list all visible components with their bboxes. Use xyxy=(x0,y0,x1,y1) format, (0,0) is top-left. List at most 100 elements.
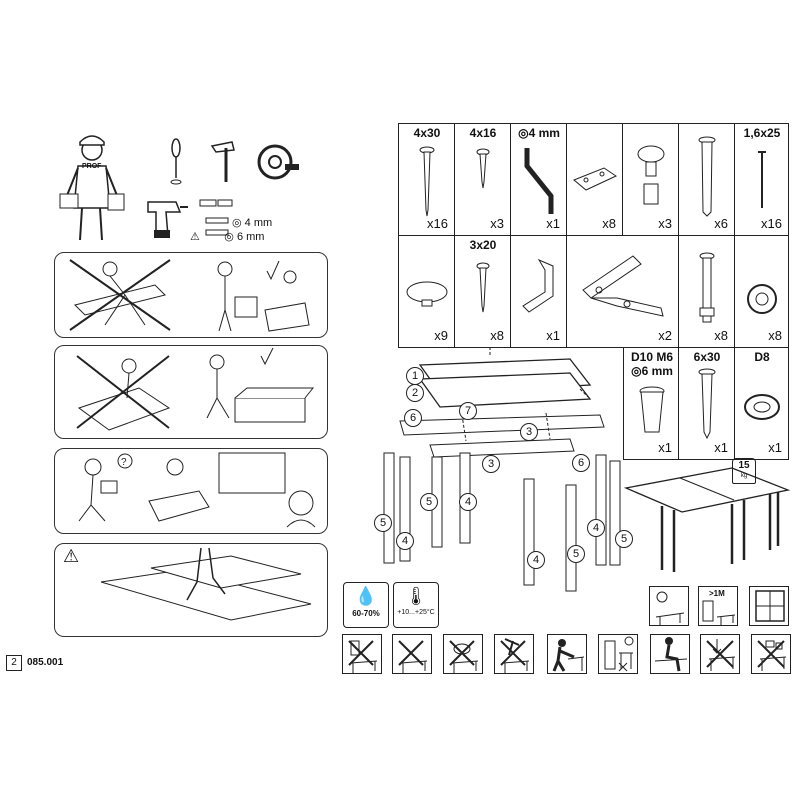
screwdriver-icon xyxy=(170,138,182,185)
part-size: 6x30 xyxy=(693,350,721,364)
part-qty: x1 xyxy=(658,440,672,455)
part-hex-key: ◎4 mm x1 xyxy=(511,124,567,236)
assembly-struggle-illustration xyxy=(148,458,210,522)
part-label-3-bottom: 3 xyxy=(482,455,500,473)
weight-unit: kg xyxy=(740,473,748,479)
part-qty: x1 xyxy=(546,328,560,343)
hammer-icon xyxy=(210,141,235,182)
part-size: 4x16 xyxy=(469,126,497,140)
part-label-4-b: 4 xyxy=(396,532,414,550)
wrong-lifting-illustration xyxy=(69,259,171,331)
part-qty: x8 xyxy=(714,328,728,343)
part-size: 4x30 xyxy=(413,126,441,140)
part-label-4-d: 4 xyxy=(527,551,545,569)
part-label-5-b: 5 xyxy=(374,514,392,532)
part-screw-3x20: 3x20 x8 xyxy=(455,236,511,348)
no-impact-icon xyxy=(494,634,534,674)
part-size: 4 mm xyxy=(528,126,560,140)
temperature-label: +10...+25°C xyxy=(397,609,435,616)
part-qty: x3 xyxy=(490,216,504,231)
part-qty: x16 xyxy=(427,216,448,231)
customer-support-illustration xyxy=(218,452,316,528)
tape-measure-icon xyxy=(257,144,299,180)
part-screw-4x16: 4x16 x3 xyxy=(455,124,511,236)
part-hinge: x2 xyxy=(567,236,679,348)
part-qty: x16 xyxy=(761,216,782,231)
window-icon xyxy=(749,586,789,626)
part-qty: x6 xyxy=(714,216,728,231)
weight-icon: 15 kg xyxy=(732,458,756,484)
part-label-1: 1 xyxy=(406,367,424,385)
part-label-4-a: 4 xyxy=(459,493,477,511)
no-sitting-icon xyxy=(650,634,690,674)
warning-box-lifting xyxy=(54,252,328,338)
part-washer-d8: D8 x1 xyxy=(735,348,789,460)
part-angle-bracket: x1 xyxy=(511,236,567,348)
exploded-table-diagram xyxy=(383,345,621,592)
part-label-5-d: 5 xyxy=(567,545,585,563)
part-size-with-circle: ◎4 mm xyxy=(518,126,560,140)
drill-bit-6mm-text: 6 mm xyxy=(236,231,265,243)
part-bracket: x8 xyxy=(567,124,623,236)
no-child-climbing-icon xyxy=(598,634,638,674)
part-label-3-top: 3 xyxy=(520,423,538,441)
warning-box-unpacking xyxy=(54,345,328,439)
part-subsize: 6 mm xyxy=(641,364,673,378)
sunlight-warning-icon xyxy=(649,586,689,626)
part-qty: x1 xyxy=(546,216,560,231)
part-size: 1,6x25 xyxy=(743,126,781,140)
correct-lifting-illustration xyxy=(217,260,310,332)
part-screw-4x30: 4x30 x16 xyxy=(399,124,455,236)
part-qty: x8 xyxy=(768,328,782,343)
correct-unpacking-illustration xyxy=(206,347,315,423)
finished-table-illustration xyxy=(623,467,791,572)
part-confirmat-screw: x6 xyxy=(679,124,735,236)
part-qty: x1 xyxy=(768,440,782,455)
part-label-5-c: 5 xyxy=(615,530,633,548)
part-cover-cap: x9 xyxy=(399,236,455,348)
part-qty: x1 xyxy=(714,440,728,455)
part-qty: x9 xyxy=(434,328,448,343)
document-code: 085.001 xyxy=(27,657,64,668)
part-qty: x2 xyxy=(658,328,672,343)
weight-value: 15 xyxy=(738,460,750,471)
worker-illustration xyxy=(59,135,125,241)
panels-on-floor-illustration xyxy=(100,547,312,621)
part-bolt: x8 xyxy=(679,236,735,348)
part-label-2: 2 xyxy=(406,384,424,402)
hardware-parts-grid: 4x30 x16 4x16 x3 ◎4 mm x1 x8 x3 x6 1,6x2… xyxy=(398,123,789,460)
warning-triangle-icon: ⚠ xyxy=(63,546,80,566)
drill-bit-4mm-label: ◎ 4 mm xyxy=(232,217,273,229)
humidity-label: 60-70% xyxy=(352,609,380,618)
part-cam-lock: x8 xyxy=(735,236,789,348)
humidity-icon: 💧 60-70% xyxy=(343,582,389,628)
part-label-7: 7 xyxy=(459,402,477,420)
part-qty: x3 xyxy=(658,216,672,231)
drill-bit-6mm-label: ⚠ ◎ 6 mm xyxy=(190,231,265,243)
part-qty: x8 xyxy=(602,216,616,231)
no-wet-cleaning-icon xyxy=(443,634,483,674)
part-label-5-a: 5 xyxy=(420,493,438,511)
part-subsize-with-circle: ◎6 mm xyxy=(631,364,673,378)
svg-text:?: ? xyxy=(121,457,127,468)
part-size: 3x20 xyxy=(469,238,497,252)
page-number: 2 xyxy=(6,655,22,671)
worker-cap-text: PROF xyxy=(82,163,102,170)
part-label-6-right: 6 xyxy=(572,454,590,472)
drill-bit-4mm-text: 4 mm xyxy=(244,217,273,229)
part-label-4-c: 4 xyxy=(587,519,605,537)
panel-caution-box: ⚠ xyxy=(54,543,328,637)
part-screw-6x30: 6x30 x1 xyxy=(679,348,735,460)
part-cam-dowel: x3 xyxy=(623,124,679,236)
part-size: D10 M6 xyxy=(630,350,674,364)
no-uneven-load-icon xyxy=(751,634,791,674)
temperature-icon: 🌡 +10...+25°C xyxy=(393,582,439,628)
two-person-assembly-icon xyxy=(547,634,587,674)
part-qty: x8 xyxy=(490,328,504,343)
distance-label: >1M xyxy=(709,589,725,598)
drill-icon xyxy=(147,201,188,238)
no-overload-icon xyxy=(700,634,740,674)
part-insert-d10-m6: D10 M6 ◎6 mm x1 xyxy=(623,348,679,460)
help-box: ? xyxy=(54,448,328,534)
part-size: D8 xyxy=(754,350,770,364)
